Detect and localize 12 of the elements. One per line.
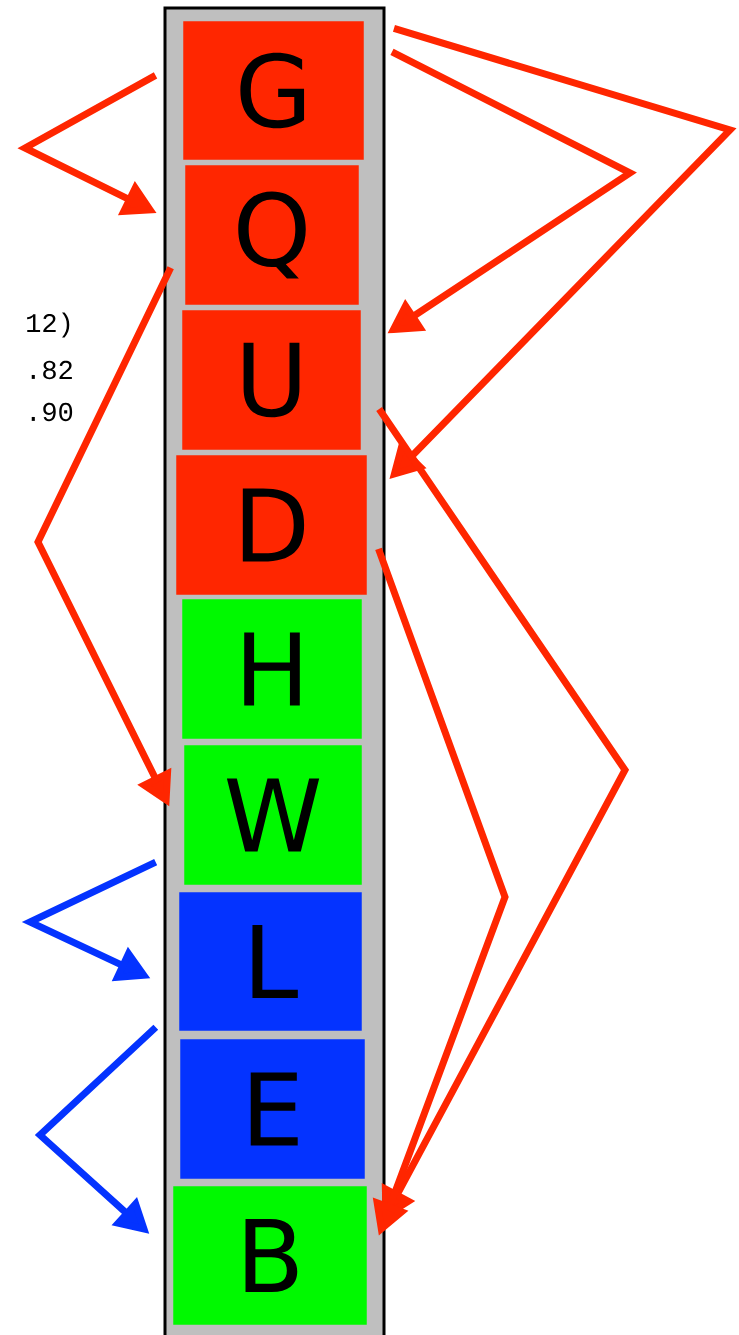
number-text: .82 [31, 360, 72, 380]
letter-box: G [181, 19, 366, 162]
letter-box: B [171, 1184, 369, 1327]
letter-box: U [180, 308, 363, 452]
number-text: .90 [31, 402, 73, 422]
letter-box: D [174, 453, 369, 597]
letter-box: H [180, 597, 364, 741]
letter-box: W [182, 743, 364, 887]
letter-box: Q [183, 163, 361, 307]
letter-box: E [178, 1037, 367, 1181]
number-text: 12) [27, 312, 70, 338]
letter-box: L [177, 890, 364, 1033]
